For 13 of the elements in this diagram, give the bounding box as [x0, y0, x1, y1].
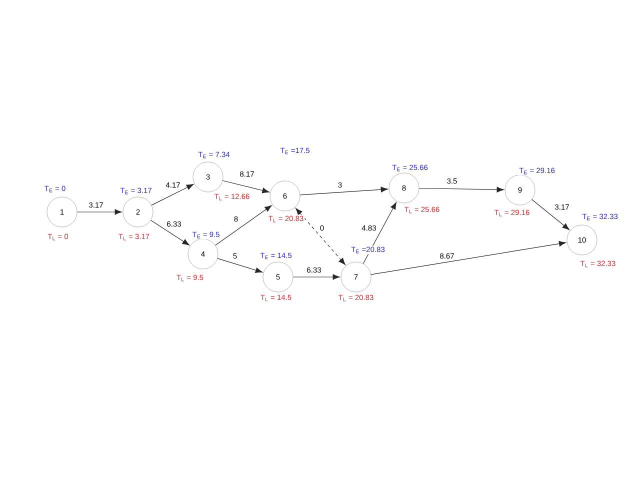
arrow — [532, 199, 570, 230]
arrow — [76, 209, 122, 215]
arrow — [222, 180, 270, 194]
arrow — [300, 186, 388, 196]
arrow — [292, 274, 340, 280]
arrow — [296, 208, 346, 265]
arrow — [215, 205, 272, 246]
arrow — [151, 184, 194, 206]
arrow — [150, 220, 190, 246]
arrow — [418, 186, 504, 192]
arrow — [217, 258, 263, 273]
arrow — [362, 202, 396, 264]
arrow — [370, 240, 566, 275]
